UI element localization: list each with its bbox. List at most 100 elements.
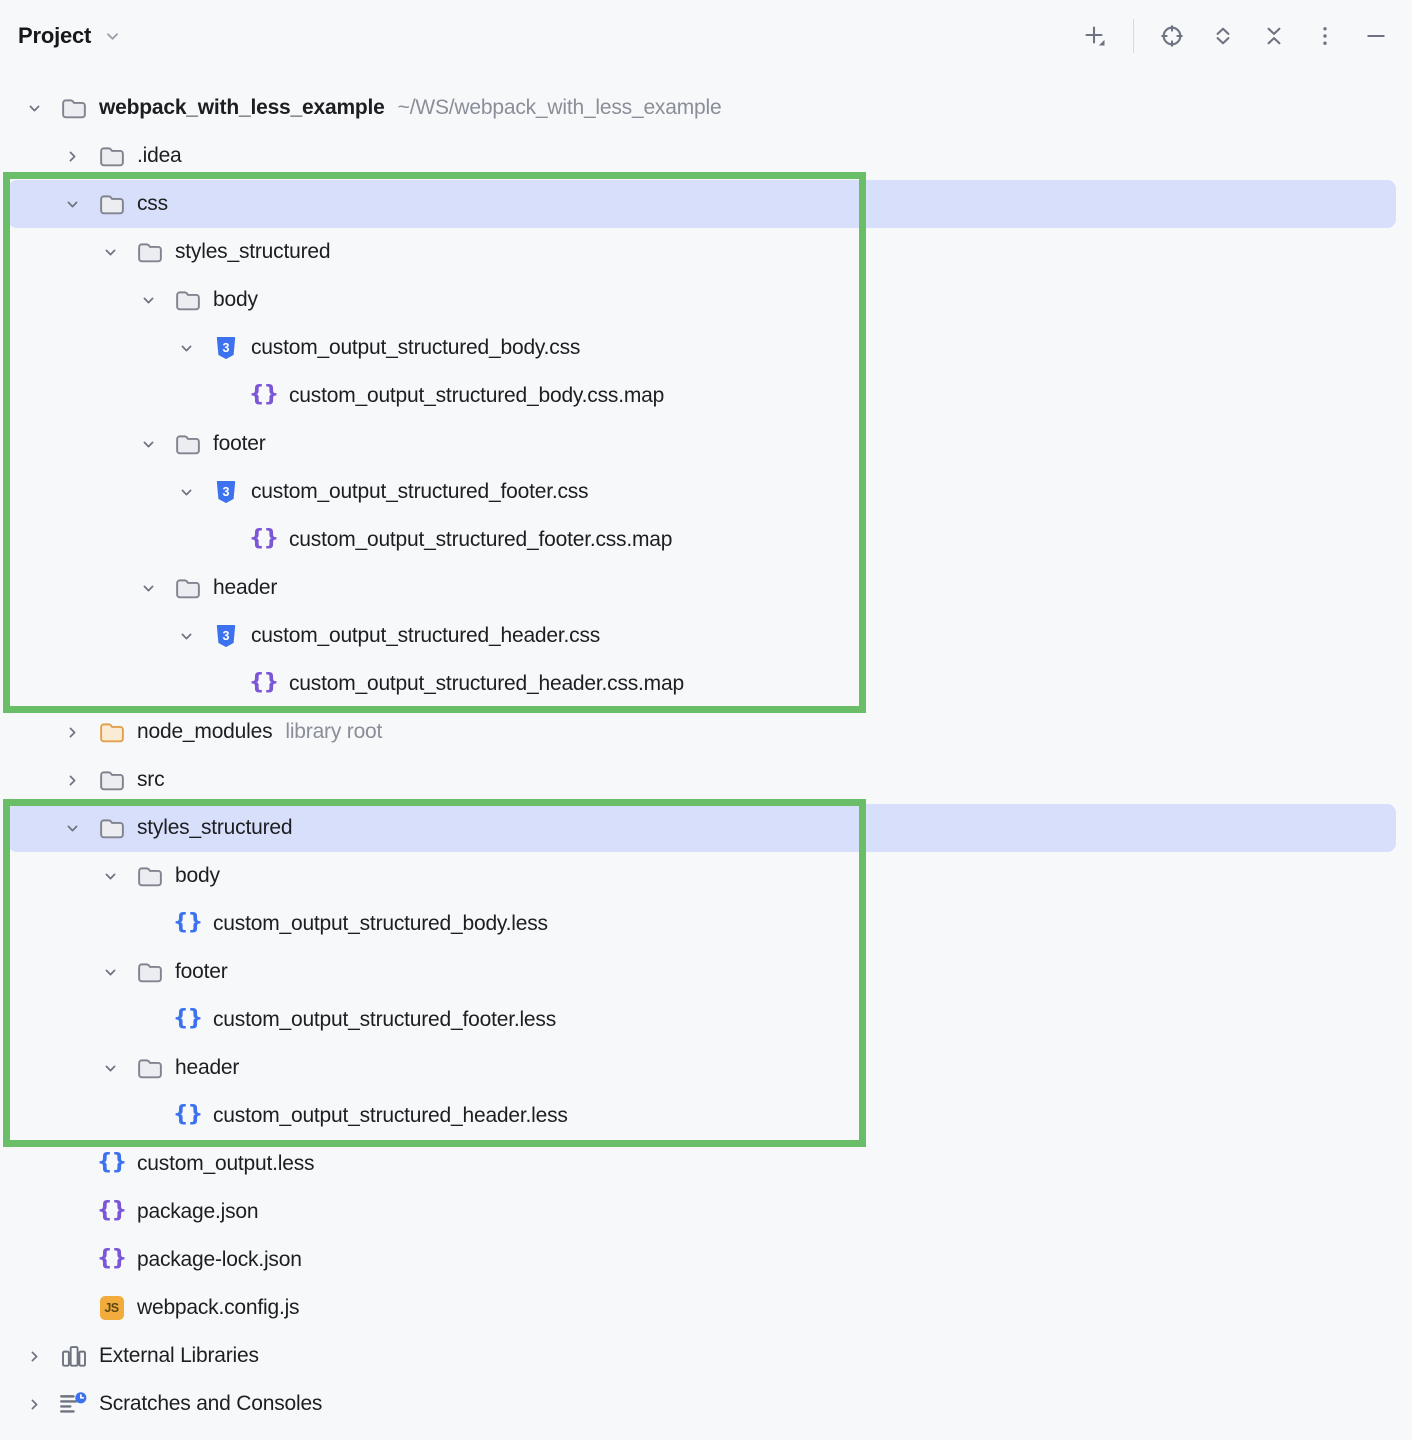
tree-row[interactable]: External Libraries [0, 1332, 1412, 1380]
chevron-down-icon[interactable] [60, 804, 84, 852]
js-file-icon: JS [98, 1284, 125, 1332]
chevron-down-icon[interactable] [136, 276, 160, 324]
tree-row[interactable]: 3 custom_output_structured_header.css [0, 612, 1412, 660]
chevron-down-icon[interactable] [174, 612, 198, 660]
tree-row[interactable]: {} custom_output_structured_footer.css.ma… [0, 516, 1412, 564]
chevron-down-icon[interactable] [22, 84, 46, 132]
folder-icon [98, 180, 125, 228]
chevron-spacer [212, 372, 236, 420]
tree-row-label: custom_output_structured_body.css [251, 336, 581, 359]
json-file-icon: {} [248, 670, 279, 695]
chevron-spacer [212, 660, 236, 708]
tree-row-label: styles_structured [137, 816, 293, 839]
tree-row-label: custom_output_structured_footer.css.map [289, 528, 673, 551]
expand-all-button[interactable] [1211, 24, 1235, 48]
hide-icon [1367, 34, 1385, 38]
tree-row-label: custom_output_structured_header.less [213, 1104, 568, 1127]
more-options-icon [1323, 27, 1327, 45]
tree-row[interactable]: {}custom_output_structured_body.less [0, 900, 1412, 948]
tree-row-label: body [175, 864, 220, 887]
chevron-right-icon[interactable] [22, 1380, 46, 1428]
chevron-right-icon[interactable] [60, 756, 84, 804]
chevron-down-icon[interactable] [174, 468, 198, 516]
add-icon [1084, 26, 1104, 46]
svg-text:3: 3 [222, 485, 229, 499]
chevron-spacer [136, 996, 160, 1044]
json-file-icon: {} [248, 526, 279, 551]
folder-icon [136, 1044, 163, 1092]
chevron-right-icon[interactable] [22, 1332, 46, 1380]
chevron-down-icon[interactable] [98, 852, 122, 900]
tree-row-label: External Libraries [99, 1344, 259, 1367]
json-file-icon: {} [248, 382, 279, 407]
less-file-icon: {} [96, 1150, 127, 1175]
chevron-down-icon[interactable] [98, 1044, 122, 1092]
chevron-down-icon[interactable] [136, 420, 160, 468]
chevron-down-icon[interactable] [60, 180, 84, 228]
folder-icon [98, 804, 125, 852]
tree-row[interactable]: body [0, 276, 1412, 324]
tree-row[interactable]: styles_structured [0, 804, 1412, 852]
tree-row-label: custom_output_structured_header.css.map [289, 672, 684, 695]
tree-row[interactable]: src [0, 756, 1412, 804]
tree-row[interactable]: {}custom_output_structured_footer.less [0, 996, 1412, 1044]
excluded-folder-icon [98, 708, 125, 756]
tree-row-label: custom_output_structured_header.css [251, 624, 601, 647]
expand-all-icon [1216, 27, 1230, 45]
json-file-icon: {} [96, 1246, 127, 1271]
tree-row[interactable]: webpack_with_less_example~/WS/webpack_wi… [0, 84, 1412, 132]
tree-row-label: footer [213, 432, 266, 455]
css-file-icon: 3 [212, 324, 239, 372]
tree-row-label: custom_output_structured_footer.css [251, 480, 589, 503]
tree-row[interactable]: {} custom_output_structured_header.css.ma… [0, 660, 1412, 708]
tree-row[interactable]: {}custom_output.less [0, 1140, 1412, 1188]
tree-row[interactable]: header [0, 1044, 1412, 1092]
css-file-icon: 3 [212, 468, 239, 516]
tree-row[interactable]: 3 custom_output_structured_body.css [0, 324, 1412, 372]
tree-row[interactable]: body [0, 852, 1412, 900]
locate-icon [1161, 25, 1183, 47]
chevron-down-icon[interactable] [98, 228, 122, 276]
tree-row[interactable]: 3 custom_output_structured_footer.css [0, 468, 1412, 516]
tree-row-label: header [175, 1056, 240, 1079]
chevron-right-icon[interactable] [60, 708, 84, 756]
tree-row-label: src [137, 768, 165, 791]
chevron-down-icon[interactable] [98, 948, 122, 996]
tree-row-label: body [213, 288, 258, 311]
folder-icon [174, 276, 201, 324]
tree-row-suffix: library root [285, 720, 383, 743]
add-button[interactable] [1083, 24, 1107, 48]
project-view-selector[interactable]: Project [0, 23, 121, 49]
tree-row[interactable]: header [0, 564, 1412, 612]
json-file-icon: {} [96, 1198, 127, 1223]
tree-row[interactable]: {}custom_output_structured_body.css.map [0, 372, 1412, 420]
chevron-down-icon[interactable] [136, 564, 160, 612]
tree-row-label: Scratches and Consoles [99, 1392, 323, 1415]
toolbar [1083, 19, 1412, 53]
chevron-right-icon[interactable] [60, 132, 84, 180]
tree-row-suffix: ~/WS/webpack_with_less_example [397, 96, 722, 119]
tree-row[interactable]: .idea [0, 132, 1412, 180]
folder-icon [174, 564, 201, 612]
tree-row[interactable]: {}custom_output_structured_header.less [0, 1092, 1412, 1140]
chevron-down-icon [107, 32, 119, 40]
hide-button[interactable] [1364, 24, 1388, 48]
tree-row[interactable]: footer [0, 420, 1412, 468]
locate-button[interactable] [1160, 24, 1184, 48]
tree-row[interactable]: css [0, 180, 1412, 228]
tree-row[interactable]: {} package.json [0, 1188, 1412, 1236]
tree-row[interactable]: footer [0, 948, 1412, 996]
tree-row[interactable]: Scratches and Consoles [0, 1380, 1412, 1428]
tree-row[interactable]: styles_structured [0, 228, 1412, 276]
tree-row-label: package.json [137, 1200, 259, 1223]
chevron-down-icon[interactable] [174, 324, 198, 372]
collapse-all-button[interactable] [1262, 24, 1286, 48]
scratches-icon [60, 1380, 87, 1428]
css-file-icon: 3 [212, 612, 239, 660]
tree-row[interactable]: {}package-lock.json [0, 1236, 1412, 1284]
more-options-button[interactable] [1313, 24, 1337, 48]
svg-text:3: 3 [222, 629, 229, 643]
